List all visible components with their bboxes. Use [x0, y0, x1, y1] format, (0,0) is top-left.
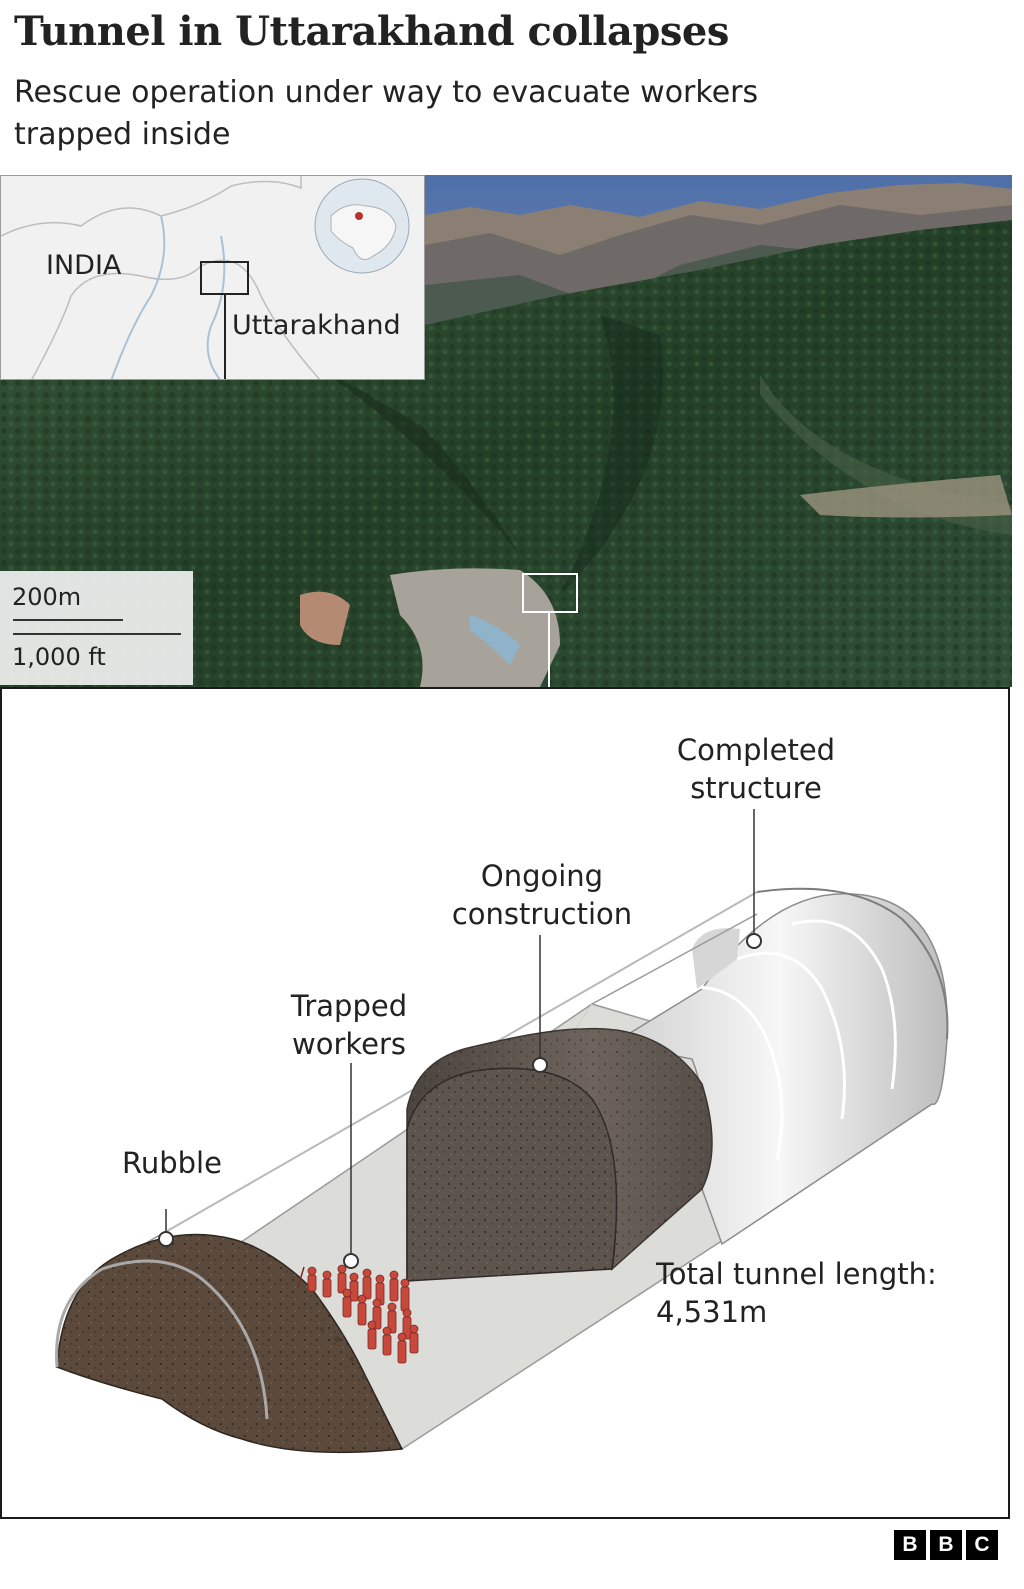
label-total-tunnel-length: Total tunnel length: 4,531m — [656, 1257, 937, 1329]
scale-imperial-label: 1,000 ft — [12, 643, 106, 671]
logo-letter-1: B — [894, 1530, 926, 1560]
tunnel-diagram: Completed structure Ongoing construction… — [0, 687, 1010, 1519]
scale-bar: 200m 1,000 ft — [0, 571, 193, 685]
scale-metric-label: 200m — [12, 583, 82, 611]
map-label-india: INDIA — [46, 250, 122, 281]
page-title: Tunnel in Uttarakhand collapses — [14, 8, 729, 55]
logo-letter-2: B — [930, 1530, 962, 1560]
map-label-uttarakhand: Uttarakhand — [232, 310, 401, 341]
scale-metric-bar — [13, 619, 123, 621]
locator-map: INDIA Uttarakhand — [0, 175, 425, 380]
label-completed-structure: Completed structure — [676, 733, 836, 805]
trapped-workers-group — [297, 1264, 419, 1364]
aerial-photo — [0, 175, 1012, 687]
label-trapped-workers: Trapped workers — [290, 989, 408, 1061]
label-ongoing-construction: Ongoing construction — [451, 859, 633, 931]
bbc-logo: B B C — [894, 1530, 998, 1560]
logo-letter-3: C — [966, 1530, 998, 1560]
scale-imperial-bar — [13, 633, 181, 635]
leader-lines — [158, 809, 762, 1269]
page-subtitle: Rescue operation under way to evacuate w… — [14, 75, 759, 152]
label-rubble: Rubble — [122, 1146, 222, 1180]
